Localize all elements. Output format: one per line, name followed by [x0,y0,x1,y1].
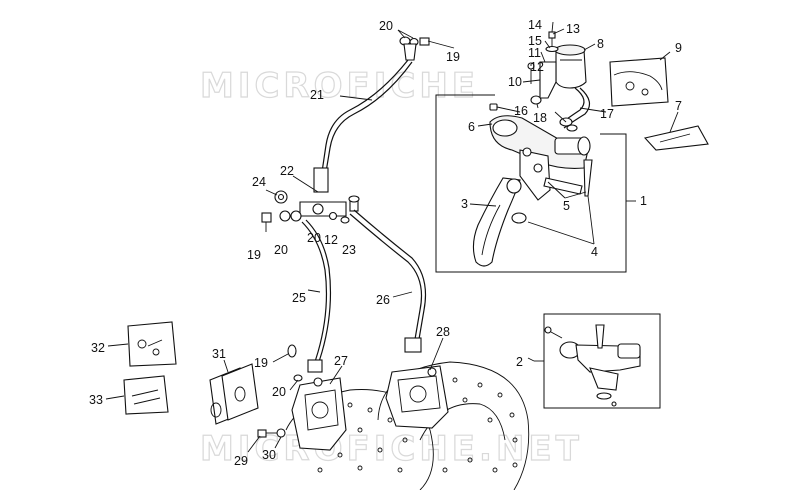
label-29: 29 [234,454,248,468]
label-10: 10 [508,75,522,89]
label-12b: 12 [324,233,338,247]
label-20d: 20 [272,385,286,399]
hose-splitter[interactable] [299,167,347,217]
label-7: 7 [675,99,682,113]
brake-caliper-27[interactable] [291,377,347,451]
label-19c: 19 [254,356,268,370]
hose-banjo-top[interactable] [399,36,430,61]
switch-bracket[interactable] [543,177,583,195]
brake-hose-26[interactable] [349,209,427,346]
reservoir-cap-parts[interactable] [545,31,559,53]
hose-fittings[interactable] [530,95,578,132]
leader-lines [105,21,679,453]
label-31: 31 [212,347,226,361]
screw-6[interactable] [489,103,521,113]
brake-lever[interactable] [472,177,522,267]
label-28: 28 [436,325,450,339]
reservoir-bracket[interactable] [527,61,557,99]
watermark-top: MICROFICHE [200,66,479,106]
label-13: 13 [566,22,580,36]
label-21: 21 [310,88,324,102]
label-26: 26 [376,293,390,307]
label-30: 30 [262,448,276,462]
master-cylinder-body[interactable] [489,115,591,201]
label-11: 11 [528,46,541,60]
fluid-reservoir[interactable] [554,44,587,89]
parts-bag-9[interactable] [609,57,669,107]
label-3: 3 [461,197,468,211]
lever-nut[interactable] [511,212,527,224]
splitter-hardware-right[interactable] [328,195,360,224]
label-15: 15 [528,34,542,48]
label-18: 18 [533,111,547,125]
pivot-pin[interactable] [583,159,593,197]
parts-bag-32[interactable] [127,321,177,367]
caliper-hose-fittings[interactable] [287,337,422,382]
splitter-hardware-left[interactable] [261,190,302,232]
label-12a: 12 [530,60,544,74]
label-20a: 20 [379,19,393,33]
label-20c: 20 [307,231,321,245]
inset-box-2 [534,313,661,409]
label-16: 16 [514,104,528,118]
brake-pads[interactable] [209,363,259,425]
label-14: 14 [528,18,542,32]
label-22: 22 [280,164,294,178]
label-20b: 20 [274,243,288,257]
parts-bag-33[interactable] [123,375,169,415]
label-8: 8 [597,37,604,51]
label-9: 9 [675,41,682,55]
brake-hose-21[interactable] [321,59,413,173]
label-19a: 19 [446,50,460,64]
brake-hose-25[interactable] [301,219,332,366]
callout-labels: 1 2 3 4 5 6 7 8 9 10 11 12 12 13 14 15 1… [89,18,682,468]
label-24: 24 [252,175,266,189]
label-19b: 19 [247,248,261,262]
master-cylinder-box [435,94,636,273]
label-6: 6 [468,120,475,134]
label-27: 27 [334,354,348,368]
label-32: 32 [91,341,105,355]
label-2: 2 [516,355,523,369]
label-4: 4 [591,245,598,259]
label-5: 5 [563,199,570,213]
label-1: 1 [640,194,647,208]
parts-bag-7[interactable] [643,125,709,151]
inset-master-cylinder[interactable] [544,324,641,407]
label-17: 17 [600,107,614,121]
label-25: 25 [292,291,306,305]
label-33: 33 [89,393,103,407]
brake-caliper-28[interactable] [385,365,449,429]
label-23: 23 [342,243,356,257]
